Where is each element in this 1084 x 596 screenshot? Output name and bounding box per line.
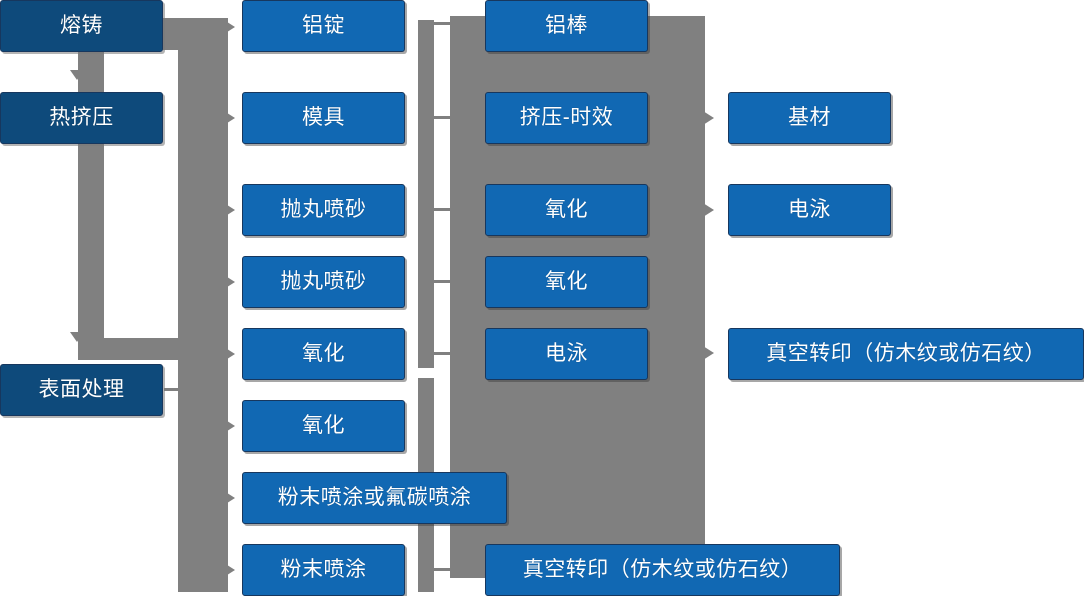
node-smelting-casting[interactable]: 熔铸 — [0, 0, 163, 52]
arrow-to-powder-or-fluorocarbon-coating — [224, 491, 235, 505]
arrow-to-shot-blasting-1 — [224, 203, 235, 217]
node-vacuum-transfer-printing-bottom[interactable]: 真空转印（仿木纹或仿石纹） — [485, 544, 840, 596]
connector-trunk-left-vertical — [178, 18, 228, 592]
arrow-to-shot-blasting-2 — [224, 275, 235, 289]
connector-trunk-left-lower — [78, 18, 104, 358]
arrow-to-oxidation-1 — [224, 347, 235, 361]
connector-tie-4 — [432, 280, 452, 283]
node-oxidation-2[interactable]: 氧化 — [242, 400, 405, 452]
node-label: 真空转印（仿木纹或仿石纹） — [766, 342, 1046, 366]
node-label: 氧化 — [545, 198, 588, 222]
connector-trunk-left-lower-bridge — [78, 338, 228, 360]
node-label: 氧化 — [302, 342, 345, 366]
node-aluminum-ingot[interactable]: 铝锭 — [242, 0, 405, 52]
connector-tie-6 — [432, 568, 452, 571]
node-powder-or-fluorocarbon-coating[interactable]: 粉末喷涂或氟碳喷涂 — [242, 472, 507, 524]
arrow-to-vacuum-transfer-printing-output — [703, 346, 714, 360]
node-label: 基材 — [788, 106, 831, 130]
node-label: 铝棒 — [545, 14, 588, 38]
node-label: 熔铸 — [60, 14, 103, 38]
node-label: 铝锭 — [302, 14, 345, 38]
connector-tie-3 — [432, 208, 452, 211]
arrow-down-to-hot-extrusion — [70, 70, 84, 80]
arrow-to-base-material — [703, 111, 714, 125]
node-electrophoresis[interactable]: 电泳 — [485, 328, 648, 380]
node-vacuum-transfer-printing-output[interactable]: 真空转印（仿木纹或仿石纹） — [728, 328, 1084, 380]
connector-rail-narrow-upper — [418, 20, 434, 368]
node-shot-blasting-1[interactable]: 抛丸喷砂 — [242, 184, 405, 236]
node-label: 氧化 — [545, 270, 588, 294]
node-label: 热挤压 — [49, 106, 114, 130]
arrow-to-electrophoresis-output — [703, 203, 714, 217]
node-extrusion-aging[interactable]: 挤压-时效 — [485, 92, 648, 144]
connector-stem-surface-treatment — [164, 388, 190, 391]
node-label: 表面处理 — [38, 378, 125, 402]
connector-tie-5 — [432, 352, 452, 355]
node-electrophoresis-output[interactable]: 电泳 — [728, 184, 891, 236]
node-label: 挤压-时效 — [519, 106, 614, 130]
node-label: 电泳 — [788, 198, 831, 222]
node-shot-blasting-2[interactable]: 抛丸喷砂 — [242, 256, 405, 308]
arrow-to-mold — [224, 111, 235, 125]
node-label: 电泳 — [545, 342, 588, 366]
node-label: 抛丸喷砂 — [280, 198, 367, 222]
node-label: 模具 — [302, 106, 345, 130]
node-label: 抛丸喷砂 — [280, 270, 367, 294]
connector-tie-1 — [432, 22, 452, 25]
arrow-down-to-surface-treatment — [70, 332, 84, 342]
node-mold[interactable]: 模具 — [242, 92, 405, 144]
node-powder-coating[interactable]: 粉末喷涂 — [242, 544, 405, 596]
node-oxidation-4[interactable]: 氧化 — [485, 256, 648, 308]
arrow-to-powder-coating — [224, 563, 235, 577]
node-label: 粉末喷涂或氟碳喷涂 — [277, 486, 472, 510]
node-base-material[interactable]: 基材 — [728, 92, 891, 144]
node-oxidation-3[interactable]: 氧化 — [485, 184, 648, 236]
node-label: 真空转印（仿木纹或仿石纹） — [522, 558, 803, 582]
connector-tie-2 — [432, 116, 452, 119]
node-oxidation-1[interactable]: 氧化 — [242, 328, 405, 380]
node-hot-extrusion[interactable]: 热挤压 — [0, 92, 163, 144]
node-aluminum-bar[interactable]: 铝棒 — [485, 0, 648, 52]
arrow-to-aluminum-ingot — [224, 20, 235, 34]
node-label: 粉末喷涂 — [280, 558, 367, 582]
node-label: 氧化 — [302, 414, 345, 438]
node-surface-treatment[interactable]: 表面处理 — [0, 364, 163, 416]
arrow-to-oxidation-2 — [224, 419, 235, 433]
